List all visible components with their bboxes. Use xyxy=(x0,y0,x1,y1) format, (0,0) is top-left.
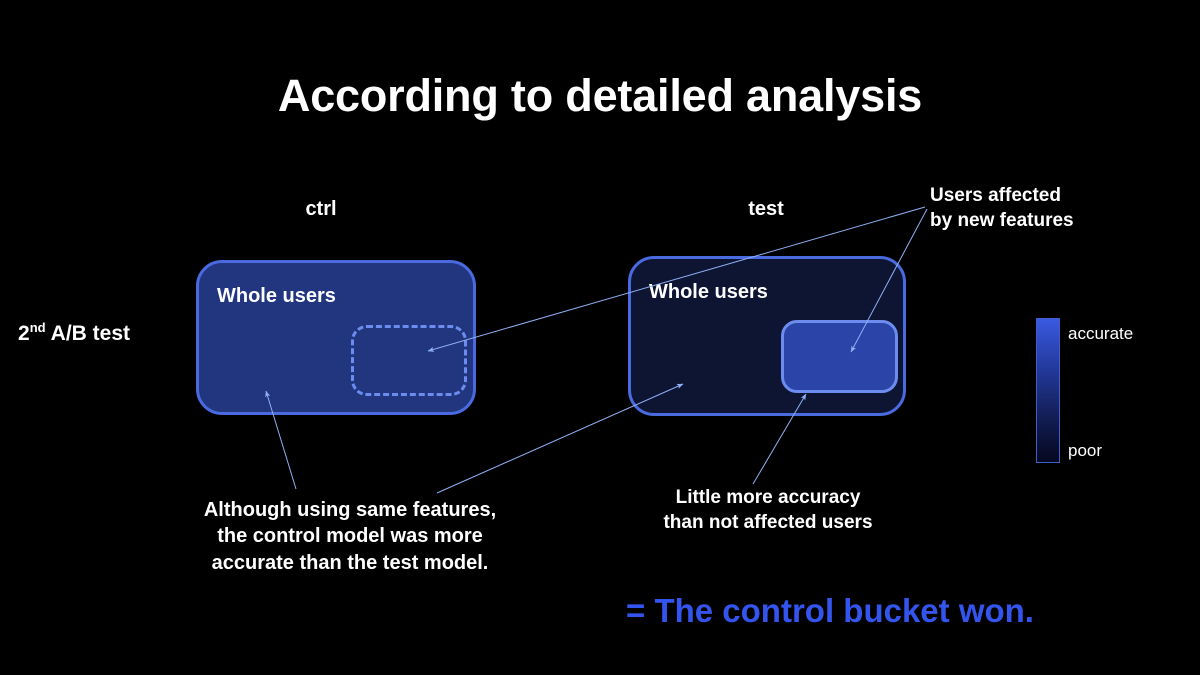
annotation-little-more-accuracy: Little more accuracy than not affected u… xyxy=(663,487,873,534)
bucket-test: Whole users xyxy=(628,256,906,416)
legend-label-poor: poor xyxy=(1068,441,1103,460)
row-label-suffix: A/B test xyxy=(45,322,130,345)
bucket-test-title: Whole users xyxy=(649,281,768,303)
bucket-ctrl-title: Whole users xyxy=(217,285,336,307)
bucket-caption-ctrl: ctrl xyxy=(305,198,337,220)
row-label-prefix: 2 xyxy=(18,322,30,345)
conclusion-text: = The control bucket won. xyxy=(626,592,1034,629)
bucket-caption-test: test xyxy=(748,198,784,220)
legend-label-accurate: accurate xyxy=(1068,324,1134,343)
annotation-users-affected: Users affected by new features xyxy=(930,185,1074,232)
page-title: According to detailed analysis xyxy=(277,70,923,121)
annotation-control-model: Although using same features, the contro… xyxy=(203,499,497,574)
subgroup-test-affected-users xyxy=(781,320,898,393)
bucket-ctrl: Whole users xyxy=(196,260,476,415)
row-label-ordinal: nd xyxy=(29,320,46,335)
subgroup-ctrl-affected-users xyxy=(351,325,467,396)
accuracy-gradient-legend xyxy=(1036,318,1060,463)
row-label-ab-test: 2nd A/B test xyxy=(18,320,130,346)
